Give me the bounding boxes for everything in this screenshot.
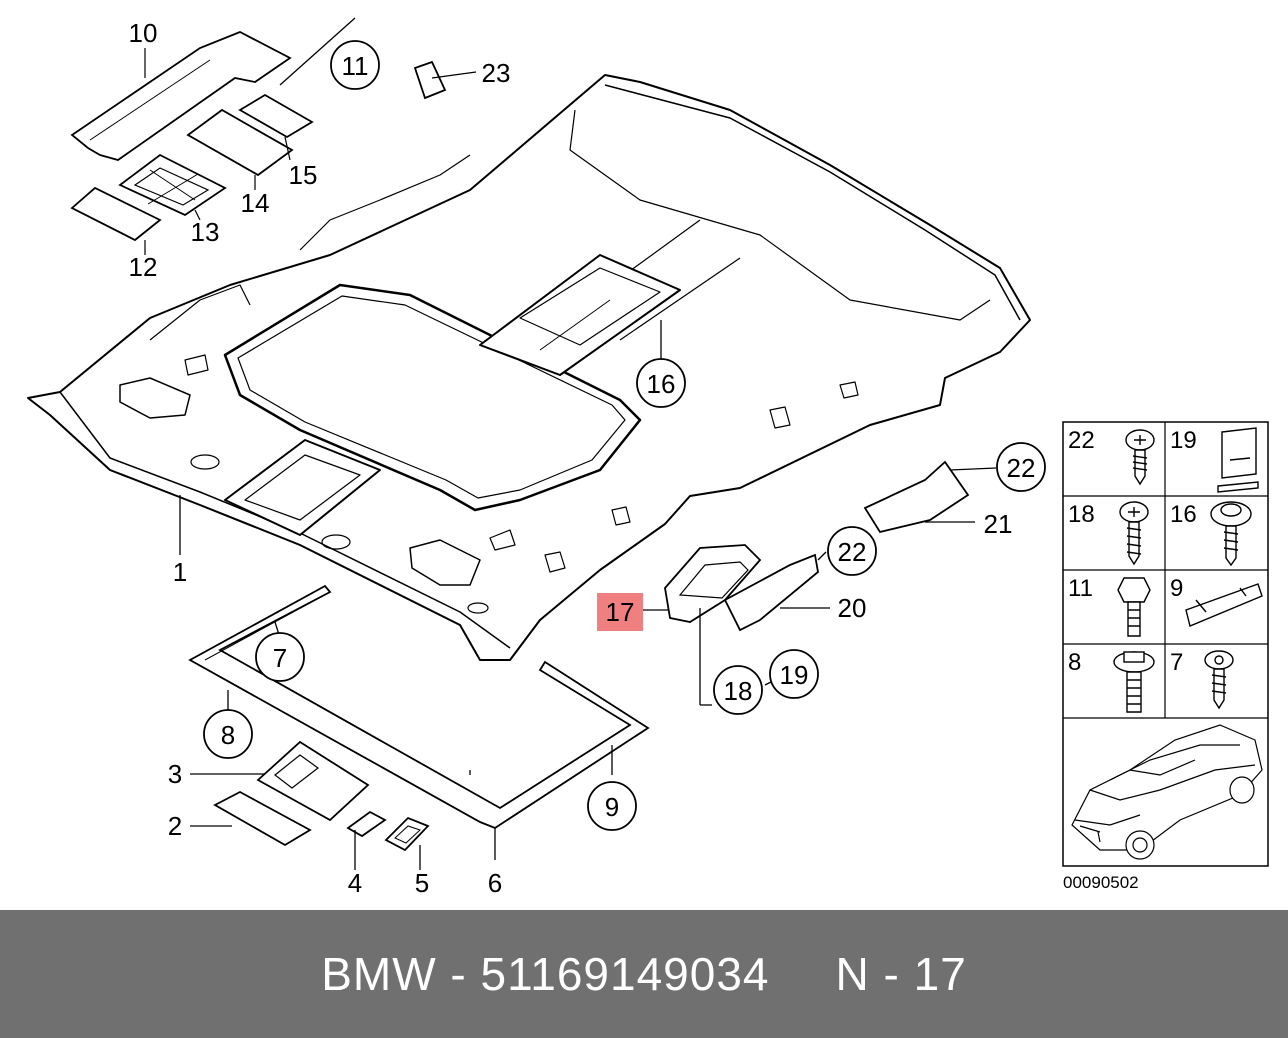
- callout-12: 12: [129, 252, 158, 282]
- callout-22-upper: 22: [996, 442, 1046, 492]
- callouts: 1 2 3 4 5 6 7 8 9 10 11 12 13 14 15 16: [129, 18, 1046, 898]
- callout-15: 15: [289, 160, 318, 190]
- position-number: N - 17: [835, 948, 967, 1000]
- callout-16: 16: [636, 358, 686, 408]
- headliner-drawing: [27, 74, 1031, 661]
- svg-text:18: 18: [724, 676, 753, 706]
- callout-13: 13: [191, 217, 220, 247]
- callout-23: 23: [482, 58, 511, 88]
- callout-1: 1: [173, 557, 187, 587]
- table-label-7: 7: [1170, 649, 1183, 676]
- callout-21: 21: [984, 509, 1013, 539]
- table-label-18: 18: [1068, 501, 1095, 528]
- svg-text:9: 9: [605, 792, 619, 822]
- callout-5: 5: [415, 868, 429, 898]
- callout-6: 6: [488, 868, 502, 898]
- callout-11: 11: [330, 40, 380, 90]
- svg-text:16: 16: [647, 369, 676, 399]
- highlight-box: [597, 593, 643, 631]
- lining-panel-drawing: [188, 584, 650, 830]
- svg-text:17: 17: [606, 597, 635, 627]
- part-number-banner: BMW - 51169149034 N - 17: [0, 910, 1288, 1038]
- tapping-screw-icon: [1204, 650, 1234, 710]
- callout-17-highlighted: 17: [597, 593, 643, 631]
- callout-22-lower: 22: [827, 526, 877, 576]
- svg-text:19: 19: [780, 660, 809, 690]
- screw-philips-long-icon: [1119, 501, 1149, 566]
- small-parts-drawing: [213, 740, 430, 852]
- callout-14: 14: [241, 188, 270, 218]
- screw-philips-icon: [1125, 429, 1155, 486]
- top-left-parts-drawing: [70, 31, 477, 255]
- table-label-8: 8: [1068, 649, 1081, 676]
- separator: -: [450, 948, 467, 1000]
- svg-text:22: 22: [1007, 453, 1036, 483]
- svg-text:22: 22: [838, 537, 867, 567]
- callout-2: 2: [168, 811, 182, 841]
- car-thumbnail: [1071, 724, 1263, 860]
- callout-9: 9: [587, 781, 637, 831]
- clip-plate-icon: [1217, 427, 1259, 493]
- image-code: 00090502: [1063, 873, 1139, 892]
- svg-text:11: 11: [342, 51, 369, 81]
- brand-name: BMW: [321, 948, 437, 1000]
- table-label-11: 11: [1068, 575, 1093, 602]
- callout-8: 8: [203, 709, 253, 759]
- handle-brackets-drawing: [664, 460, 970, 632]
- parts-diagram: 1 2 3 4 5 6 7 8 9 10 11 12 13 14 15 16: [27, 17, 1269, 898]
- table-label-9: 9: [1170, 575, 1183, 602]
- bracket-strip-icon: [1185, 583, 1263, 627]
- callout-18: 18: [713, 665, 763, 715]
- fastener-table: 22 19 18 16 11 9 8 7: [1062, 421, 1269, 892]
- table-label-19: 19: [1170, 427, 1197, 454]
- leader-lines: [179, 17, 997, 870]
- callout-7: 7: [255, 632, 305, 682]
- svg-text:8: 8: [221, 720, 235, 750]
- collar-bolt-icon: [1113, 651, 1155, 713]
- part-number: 51169149034: [480, 948, 770, 1000]
- table-label-22: 22: [1068, 427, 1095, 454]
- hex-bolt-icon: [1117, 577, 1151, 637]
- callout-19: 19: [769, 649, 819, 699]
- callout-20: 20: [838, 593, 867, 623]
- callout-3: 3: [168, 759, 182, 789]
- callout-4: 4: [348, 868, 362, 898]
- callout-10: 10: [129, 18, 158, 48]
- table-label-16: 16: [1170, 501, 1197, 528]
- svg-text:7: 7: [273, 643, 287, 673]
- screw-washer-icon: [1210, 501, 1252, 567]
